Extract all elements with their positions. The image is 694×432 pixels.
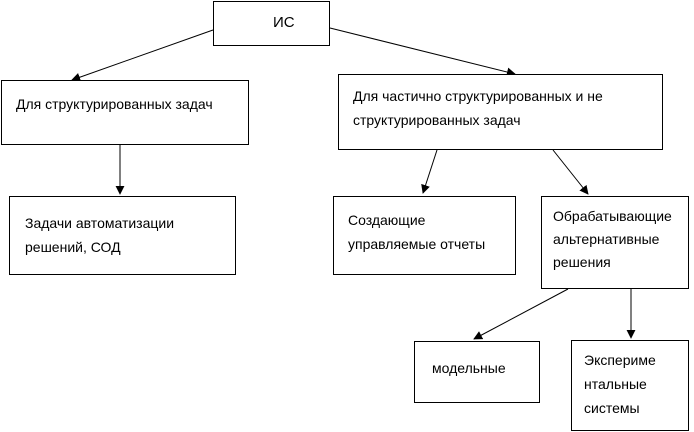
node-alternatives-line-1: Обрабатывающие: [553, 208, 672, 224]
node-experimental: Экспериме нтальные системы: [571, 340, 689, 431]
node-automation: Задачи автоматизации решений, СОД: [9, 196, 236, 275]
node-structured-line-1: Для структурированных задач: [16, 96, 213, 112]
edge-root-to-semi: [329, 27, 516, 77]
node-alternatives-line-3: решения: [553, 254, 611, 270]
node-automation-line-1: Задачи автоматизации: [25, 215, 175, 231]
edge-semi-to-alternatives: [552, 149, 589, 195]
node-root: ИС: [213, 1, 330, 46]
edge-alternatives-to-model: [473, 288, 569, 340]
node-experimental-line-1: Экспериме: [584, 352, 656, 368]
edge-semi-to-reports: [421, 149, 438, 194]
node-model-line-1: модельные: [432, 360, 506, 376]
node-alternatives-line-2: альтернативные: [553, 231, 660, 247]
node-reports: Создающие управляемые отчеты: [333, 196, 516, 275]
node-experimental-line-2: нтальные: [584, 376, 647, 392]
node-experimental-line-3: системы: [584, 400, 640, 416]
node-structured: Для структурированных задач: [1, 80, 249, 145]
node-automation-line-2: решений, СОД: [25, 239, 121, 255]
node-root-label: ИС: [273, 14, 295, 31]
node-semi-line-2: структурированных задач: [353, 112, 521, 128]
node-semi-line-1: Для частично структурированных и не: [353, 88, 603, 104]
node-semi: Для частично структурированных и не стру…: [338, 74, 663, 150]
edge-root-to-structured: [71, 29, 214, 82]
node-reports-line-1: Создающие: [348, 212, 426, 228]
node-alternatives: Обрабатывающие альтернативные решения: [541, 196, 689, 289]
node-model: модельные: [414, 341, 540, 403]
node-reports-line-2: управляемые отчеты: [348, 236, 486, 252]
